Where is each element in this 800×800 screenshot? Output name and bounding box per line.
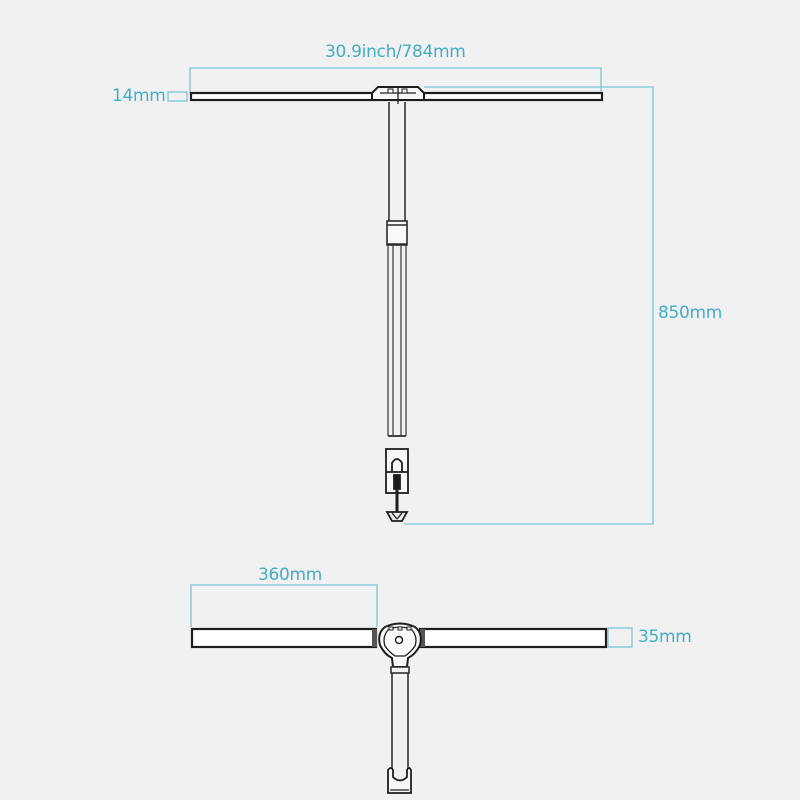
front-view xyxy=(167,67,654,525)
height-label: 850mm xyxy=(658,303,723,323)
arm-length-label: 360mm xyxy=(258,565,323,585)
overall-width-label: 30.9inch/784mm xyxy=(325,42,466,62)
bar-depth-label: 35mm xyxy=(638,627,692,647)
bar-thickness-label: 14mm xyxy=(112,86,166,106)
top-view xyxy=(190,584,633,794)
